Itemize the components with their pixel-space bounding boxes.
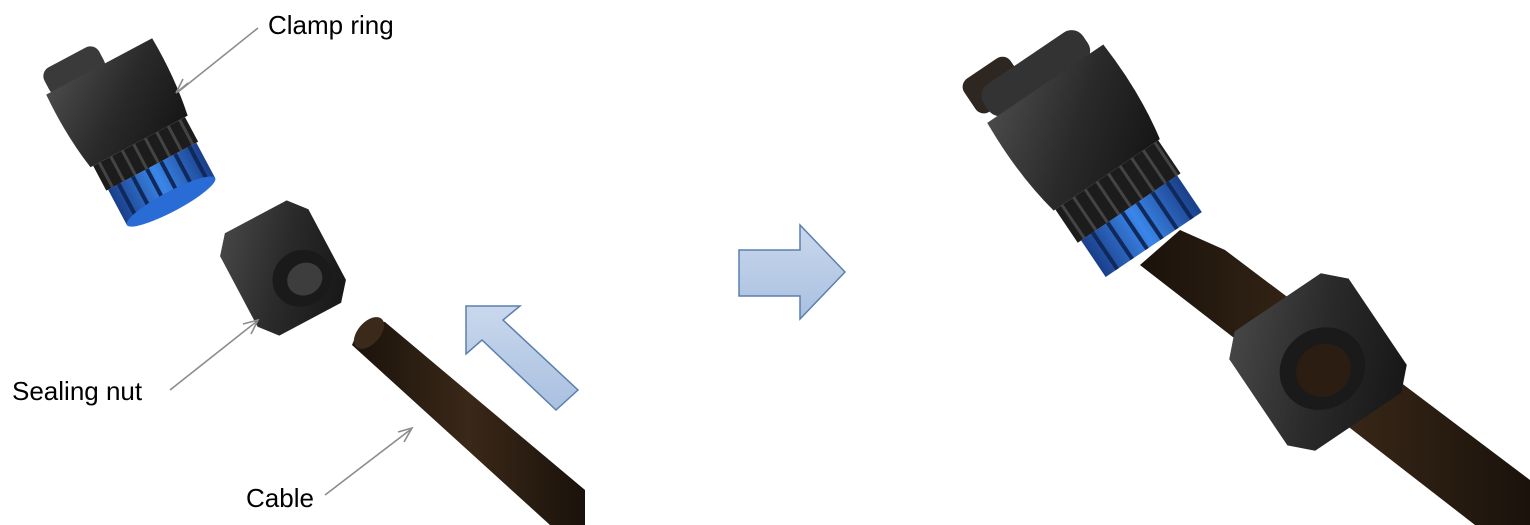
clamp-ring-body xyxy=(46,38,188,168)
sealing-nut-label: Sealing nut xyxy=(12,376,143,406)
assembled-sealing-nut xyxy=(1229,273,1407,451)
sealing-nut-leader-arrowhead xyxy=(242,318,260,335)
assembled-clamp-ribs xyxy=(1055,140,1181,243)
clamp-ring-ribs xyxy=(93,117,199,191)
assembled-rear-cap xyxy=(981,30,1091,117)
cable-part xyxy=(352,317,585,525)
exploded-view xyxy=(43,27,585,525)
assembled-clamp-body xyxy=(987,44,1160,211)
clamp-ring-part xyxy=(43,38,216,227)
clamp-ring-rear-cap xyxy=(43,46,106,95)
cable-label: Cable xyxy=(246,483,314,513)
assembled-clamp-ring xyxy=(962,30,1202,277)
cable-leader xyxy=(324,429,411,496)
cable-leader-arrowhead xyxy=(397,426,414,443)
cable-body xyxy=(352,321,585,525)
clamp-ring-label: Clamp ring xyxy=(268,10,394,40)
clamp-ring-leader xyxy=(177,27,259,93)
assembled-nut-cable xyxy=(1296,343,1351,397)
step-arrow xyxy=(738,223,847,321)
assembled-clamp-fingers xyxy=(1081,175,1202,277)
sealing-nut-part xyxy=(220,200,346,336)
clamp-ring-fingers xyxy=(108,142,216,227)
clamp-ring-leader-arrowhead xyxy=(175,78,189,94)
assembled-view xyxy=(962,30,1530,525)
sealing-nut-leader xyxy=(169,321,257,391)
cable-end xyxy=(353,317,385,349)
sealing-nut-seal xyxy=(287,262,323,296)
insertion-arrow xyxy=(465,305,580,412)
leader-lines xyxy=(169,27,414,496)
